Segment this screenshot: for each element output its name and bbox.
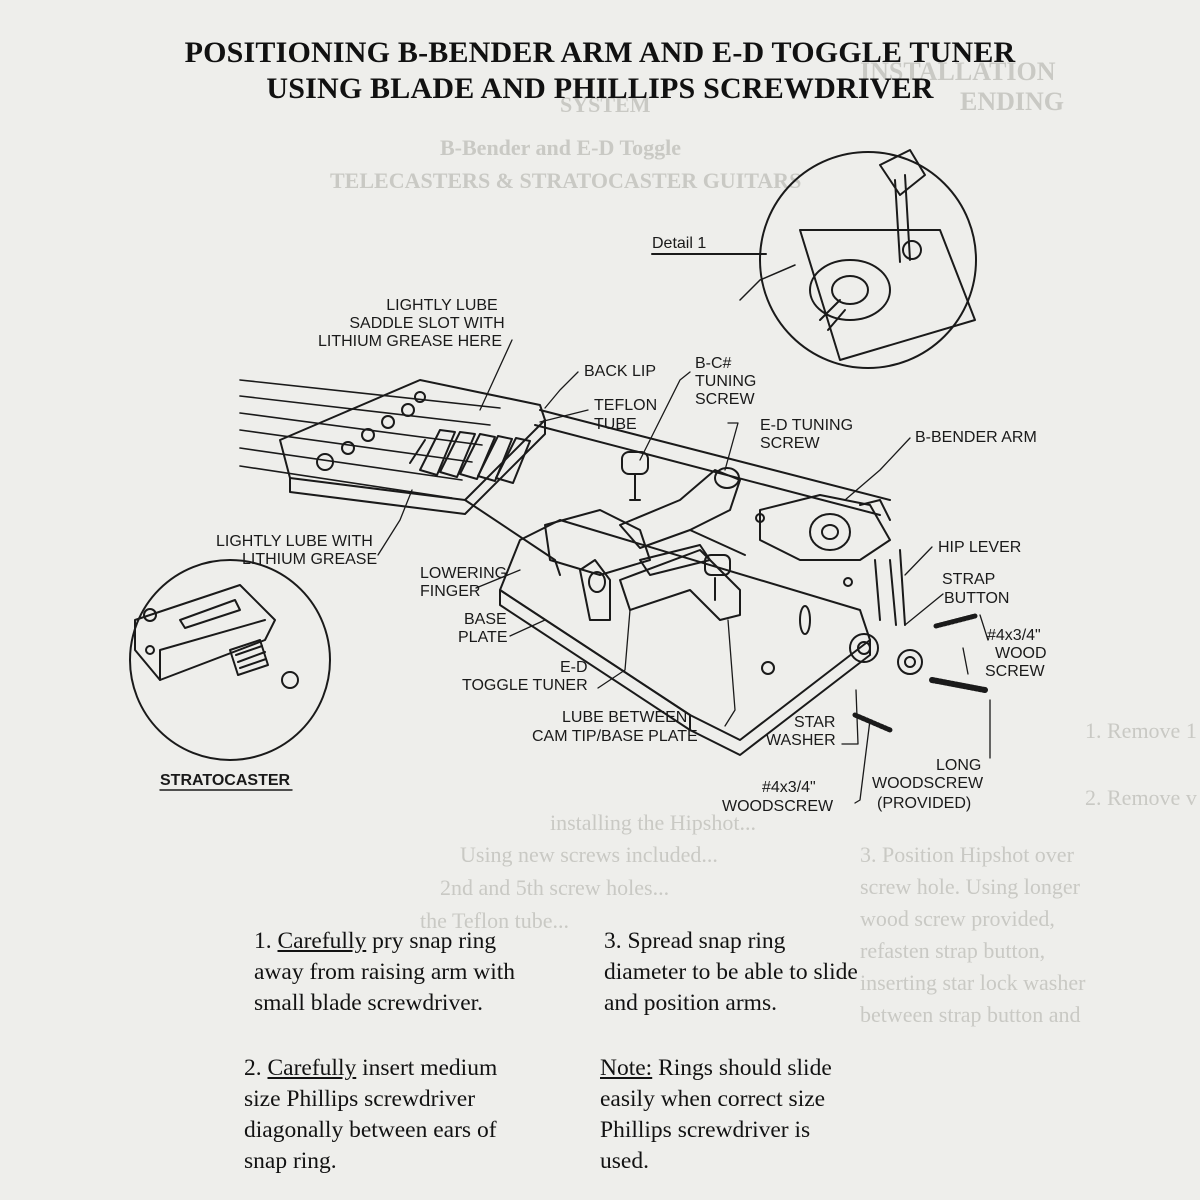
label-base-plate-1: BASE xyxy=(464,611,507,628)
svg-text:INSTALLATION: INSTALLATION xyxy=(860,57,1056,86)
note-line-1: Rings should slide xyxy=(658,1055,832,1081)
svg-text:inserting star lock washer: inserting star lock washer xyxy=(860,970,1086,995)
svg-text:screw hole. Using longer: screw hole. Using longer xyxy=(860,874,1081,899)
strap-hardware xyxy=(761,577,988,733)
label-back-lip: BACK LIP xyxy=(584,363,656,380)
label-strap-button-1: STRAP xyxy=(942,571,995,588)
note-line-4: used. xyxy=(600,1148,649,1174)
label-lube-saddle-2: SADDLE SLOT WITH xyxy=(349,315,504,332)
detail-1-circle xyxy=(739,149,977,369)
step-1-line-2: away from raising arm with xyxy=(254,959,516,985)
step-2-line-4: snap ring. xyxy=(244,1148,337,1174)
svg-text:refasten strap button,: refasten strap button, xyxy=(860,938,1045,963)
label-b-bender-arm: B-BENDER ARM xyxy=(915,429,1037,446)
step-2: 2. Carefully insert medium size Phillips… xyxy=(244,1053,497,1177)
label-teflon-2: TUBE xyxy=(594,416,637,433)
detail-1-label: Detail 1 xyxy=(652,235,706,252)
guitar-strings xyxy=(239,379,501,499)
svg-text:ENDING: ENDING xyxy=(960,87,1064,116)
label-stratocaster: STRATOCASTER xyxy=(160,772,291,789)
svg-text:between strap button and: between strap button and xyxy=(860,1002,1081,1027)
svg-text:B-Bender and E-D Toggle: B-Bender and E-D Toggle xyxy=(440,135,681,160)
b-bender-arm xyxy=(755,494,891,561)
cam-arm xyxy=(619,467,746,556)
label-bc-tuning-3: SCREW xyxy=(695,391,755,408)
step-2-line-2: size Phillips screwdriver xyxy=(244,1086,476,1112)
label-wood-screw-small-2: WOOD xyxy=(995,645,1047,662)
label-ed-tuning-1: E-D TUNING xyxy=(760,417,853,434)
label-woodscrew-bottom-1: #4x3/4" xyxy=(762,779,816,796)
label-lube-cam-2: CAM TIP/BASE PLATE xyxy=(532,728,698,745)
label-hip-lever: HIP LEVER xyxy=(938,539,1021,556)
leader-lines xyxy=(377,339,991,804)
ed-toggle-tuner xyxy=(544,509,741,621)
label-ed-tuning-2: SCREW xyxy=(760,435,820,452)
step-3-line-3: and position arms. xyxy=(604,990,777,1016)
step-2-emphasis: Carefully xyxy=(267,1055,357,1081)
label-lowering-finger-1: LOWERING xyxy=(420,565,507,582)
step-1-line-3: small blade screwdriver. xyxy=(254,990,484,1016)
label-lube-lithium-1: LIGHTLY LUBE WITH xyxy=(216,533,373,550)
step-3-line-2: diameter to be able to slide xyxy=(604,959,858,985)
label-bc-tuning-1: B-C# xyxy=(695,355,732,372)
note-line-3: Phillips screwdriver is xyxy=(600,1117,811,1143)
step-3-line-1: 3. Spread snap ring xyxy=(604,928,786,954)
svg-text:wood screw provided,: wood screw provided, xyxy=(860,906,1055,931)
svg-text:1. Remove 1 and E: 1. Remove 1 and E xyxy=(1085,718,1200,743)
svg-text:Using new screws included...: Using new screws included... xyxy=(460,842,718,867)
label-long-woodscrew-3: (PROVIDED) xyxy=(877,795,971,812)
step-2-line-1: insert medium xyxy=(362,1055,498,1081)
svg-text:SYSTEM: SYSTEM xyxy=(560,92,651,117)
label-bc-tuning-2: TUNING xyxy=(695,373,756,390)
title-line-2: USING BLADE AND PHILLIPS SCREWDRIVER xyxy=(266,72,934,105)
label-wood-screw-small-3: SCREW xyxy=(985,663,1045,680)
step-3: 3. Spread snap ring diameter to be able … xyxy=(604,926,858,1019)
bc-tuning-screw xyxy=(621,451,649,501)
label-base-plate-2: PLATE xyxy=(458,629,508,646)
teflon-tube xyxy=(539,409,891,501)
label-teflon-1: TEFLON xyxy=(594,397,657,414)
label-ed-toggle-2: TOGGLE TUNER xyxy=(462,677,588,694)
step-2-num: 2. xyxy=(244,1055,262,1081)
label-lube-cam-1: LUBE BETWEEN xyxy=(562,709,687,726)
label-woodscrew-bottom-2: WOODSCREW xyxy=(722,798,834,815)
label-lube-saddle-3: LITHIUM GREASE HERE xyxy=(318,333,502,350)
label-lube-lithium-2: LITHIUM GREASE xyxy=(242,551,377,568)
step-1-num: 1. xyxy=(254,928,272,954)
step-1-line-1: pry snap ring xyxy=(372,928,497,954)
label-ed-toggle-1: E-D xyxy=(560,659,588,676)
title-line-1: POSITIONING B-BENDER ARM AND E-D TOGGLE … xyxy=(184,36,1016,69)
note: Note: Rings should slide easily when cor… xyxy=(600,1053,832,1177)
label-long-woodscrew-1: LONG xyxy=(936,757,981,774)
stratocaster-detail-circle xyxy=(129,559,331,761)
note-emphasis: Note: xyxy=(600,1055,653,1081)
step-1: 1. Carefully pry snap ring away from rai… xyxy=(254,926,515,1019)
bridge-plate xyxy=(279,379,546,515)
hip-lever xyxy=(874,549,906,626)
label-long-woodscrew-2: WOODSCREW xyxy=(872,775,984,792)
svg-text:the Teflon tube...: the Teflon tube... xyxy=(420,908,569,933)
step-1-emphasis: Carefully xyxy=(277,928,367,954)
svg-text:2nd and 5th screw holes...: 2nd and 5th screw holes... xyxy=(440,875,669,900)
label-strap-button-2: BUTTON xyxy=(944,590,1009,607)
svg-text:TELECASTERS & STRATOCASTER GUI: TELECASTERS & STRATOCASTER GUITARS xyxy=(330,168,801,193)
label-lowering-finger-2: FINGER xyxy=(420,583,480,600)
svg-text:installing the Hipshot...: installing the Hipshot... xyxy=(550,810,756,835)
step-2-line-3: diagonally between ears of xyxy=(244,1117,497,1143)
svg-text:3. Position Hipshot over: 3. Position Hipshot over xyxy=(860,842,1075,867)
label-star-washer-1: STAR xyxy=(794,714,835,731)
note-line-2: easily when correct size xyxy=(600,1086,826,1112)
svg-text:2. Remove v: 2. Remove v xyxy=(1085,785,1197,810)
label-lube-saddle-1: LIGHTLY LUBE xyxy=(386,297,497,314)
label-wood-screw-small-1: #4x3/4" xyxy=(987,627,1041,644)
label-star-washer-2: WASHER xyxy=(766,732,836,749)
